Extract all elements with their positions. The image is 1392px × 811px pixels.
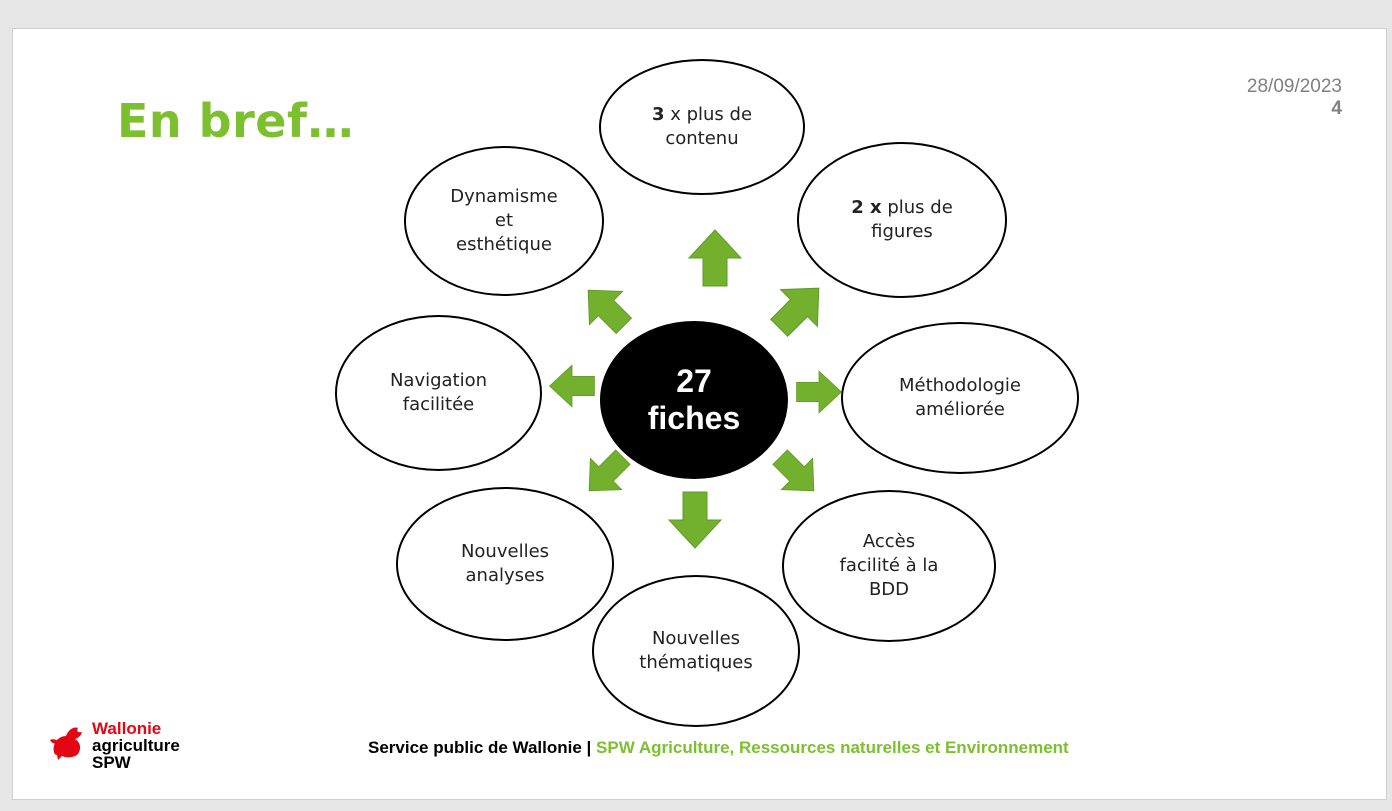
slide-title: En bref… (117, 94, 355, 148)
bubble-navigation: Navigation facilitée (335, 315, 542, 471)
center-number: 27 (676, 363, 712, 399)
figures-text-2: figures (871, 221, 933, 242)
arrow-down-icon (667, 491, 723, 549)
footer-org: Service public de Wallonie | (368, 738, 592, 757)
thematiques-line2: thématiques (639, 652, 753, 673)
slide-date: 28/09/2023 4 (1247, 76, 1342, 120)
methodologie-line2: améliorée (915, 399, 1005, 420)
arrow-up-icon (687, 229, 743, 287)
bubble-figures: 2 x plus de figures (797, 142, 1007, 298)
logo-line3: SPW (92, 753, 131, 772)
logo-line2: agriculture (92, 736, 180, 755)
footer-dept: SPW Agriculture, Ressources naturelles e… (596, 738, 1069, 757)
figures-text: plus de (881, 197, 953, 218)
arrow-up-right-icon (770, 287, 820, 337)
bubble-thematiques: Nouvelles thématiques (592, 575, 800, 727)
page-number: 4 (1331, 98, 1342, 119)
contenu-text: x plus de (664, 104, 753, 125)
bubble-dynamisme: Dynamisme et esthétique (404, 146, 604, 296)
bubble-methodologie: Méthodologie améliorée (841, 322, 1079, 474)
methodologie-line1: Méthodologie (898, 375, 1022, 396)
rooster-icon (50, 727, 82, 760)
arrow-up-left-icon (587, 289, 633, 335)
bubble-acces: Accès facilité à la BDD (782, 490, 996, 642)
bubble-contenu: 3 x plus de contenu (599, 59, 805, 195)
acces-line3: BDD (868, 579, 910, 600)
dynamisme-line2: et (494, 210, 514, 231)
analyses-line2: analyses (465, 565, 545, 586)
contenu-bold: 3 (651, 104, 665, 125)
arrow-right-icon (796, 370, 842, 414)
navigation-line1: Navigation (389, 370, 488, 391)
acces-line1: Accès (862, 531, 916, 552)
arrow-down-right-icon (772, 449, 815, 492)
dynamisme-line1: Dynamisme (450, 186, 558, 207)
contenu-text-2: contenu (665, 128, 739, 149)
navigation-line2: facilitée (402, 394, 475, 415)
arrow-left-icon (549, 364, 595, 408)
figures-bold: 2 x (851, 197, 882, 218)
bubble-analyses: Nouvelles analyses (396, 487, 614, 641)
thematiques-line1: Nouvelles (651, 628, 741, 649)
analyses-line1: Nouvelles (460, 541, 550, 562)
footer: Service public de Wallonie | SPW Agricul… (368, 738, 1069, 758)
center-circle: 27 fiches (600, 321, 788, 479)
arrow-down-left-icon (588, 449, 631, 492)
date-text: 28/09/2023 (1246, 76, 1342, 97)
dynamisme-line3: esthétique (456, 234, 552, 255)
center-label: fiches (647, 400, 741, 436)
acces-line2: facilité à la (839, 555, 939, 576)
logo-line1: Wallonie (92, 719, 162, 738)
